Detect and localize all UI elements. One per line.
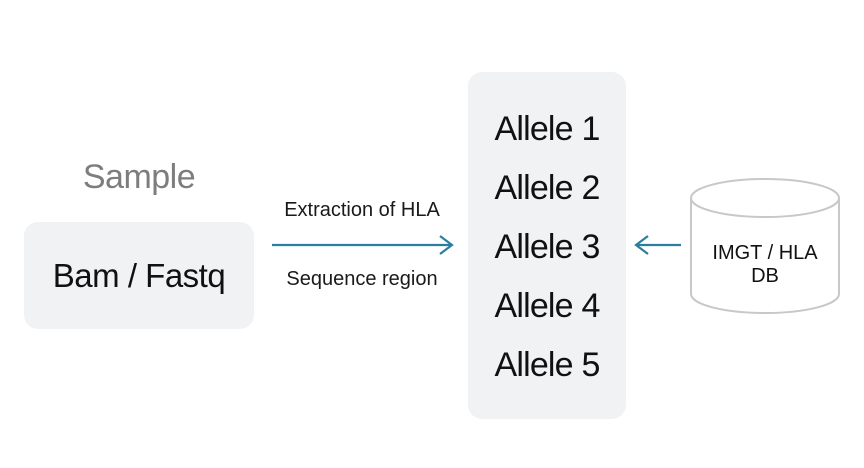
database-label-line1: IMGT / HLA <box>712 242 818 264</box>
sample-title: Sample <box>82 158 196 196</box>
allele-list-node: Allele 1 Allele 2 Allele 3 Allele 4 Alle… <box>468 72 626 419</box>
allele-item: Allele 3 <box>494 228 600 266</box>
allele-item: Allele 1 <box>494 110 600 148</box>
extraction-arrow <box>272 235 454 255</box>
db-arrow <box>634 235 681 255</box>
database-cylinder-icon <box>690 178 840 314</box>
database-label: IMGT / HLA DB <box>691 242 839 288</box>
allele-item: Allele 4 <box>494 287 600 325</box>
allele-item: Allele 5 <box>494 346 600 384</box>
extraction-label: Extraction of HLA <box>284 199 440 221</box>
sample-node: Bam / Fastq <box>24 222 254 329</box>
database-label-line2: DB <box>751 265 779 287</box>
allele-item: Allele 2 <box>494 169 600 207</box>
sequence-region-label: Sequence region <box>286 268 438 290</box>
sample-format-label: Bam / Fastq <box>52 256 226 294</box>
